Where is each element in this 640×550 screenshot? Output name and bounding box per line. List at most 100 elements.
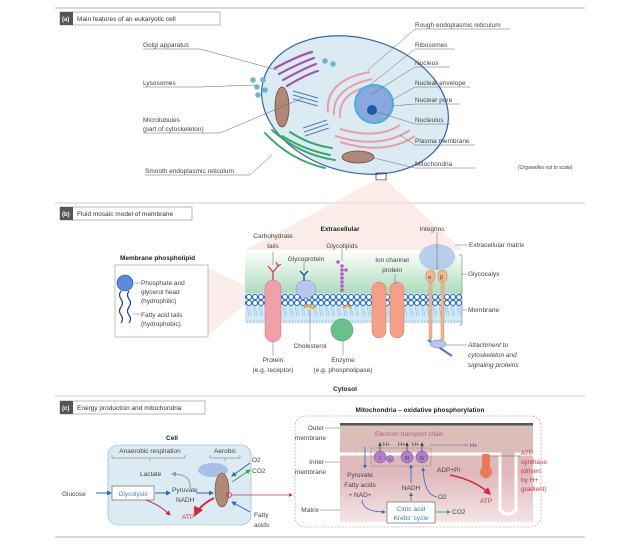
cell-mitochondrion — [214, 472, 230, 508]
label-cytosol: Cytosol — [333, 386, 357, 393]
phosphate-head — [116, 274, 134, 292]
label-ecm: Extracellular matrix — [469, 242, 525, 249]
label-glycolipids: Glycolipids — [326, 243, 358, 250]
receptor-protein — [264, 279, 282, 343]
atp-synthase-stalk — [482, 454, 490, 468]
label-atp-cell: ATP — [182, 514, 194, 521]
nucleolus — [367, 105, 377, 115]
label-smooth-er: Smooth endoplasmic reticulum — [145, 168, 234, 175]
leader-lines-c — [320, 427, 340, 511]
head-label-3: (hydrophilic) — [141, 298, 176, 305]
panel-b-title: Fluid mosaic model of membrane — [77, 211, 173, 218]
label-protein-2: (e.g. receptor) — [253, 367, 294, 374]
label-h-plus-1: H+ — [383, 442, 390, 448]
label-integrins: Integrins — [420, 226, 446, 233]
label-glycolysis: Glycolysis — [118, 491, 148, 498]
glycoprotein — [295, 279, 317, 299]
smooth-er — [264, 129, 336, 169]
phospholipid-title: Membrane phospholipid — [120, 255, 195, 262]
alpha-label: α — [428, 275, 432, 281]
panel-b-tag: (b) — [62, 212, 70, 218]
panel-c-tag-box — [60, 401, 73, 414]
label-synthase-3: (driven — [521, 468, 541, 475]
label-fatty: Fatty — [254, 512, 269, 519]
label-anaerobic: Anaerobic respiration — [119, 448, 181, 455]
label-cytoskeleton: (part of cytoskeleton) — [143, 126, 204, 133]
lysosomes — [250, 58, 336, 98]
label-o2-mito: O2 — [438, 494, 447, 501]
label-attachment-1: Attachment to — [467, 342, 508, 349]
label-h-plus-4: H+ — [470, 443, 477, 449]
label-ion-channel-2: protein — [382, 267, 402, 274]
attachment-protein — [429, 339, 447, 349]
label-cholesterol: Cholesterol — [294, 343, 327, 350]
label-co2-mito: CO2 — [452, 509, 466, 516]
label-co2-cell: CO2 — [252, 468, 266, 475]
label-synthase-5: gradient) — [521, 486, 547, 493]
beta-label: β — [440, 275, 443, 281]
complex-ii — [386, 455, 394, 463]
label-nucleus: Nucleus — [415, 60, 439, 67]
cell-title: Cell — [166, 435, 178, 442]
panel-a-tag-box — [60, 12, 73, 25]
label-mitochondria: Mitochondria — [415, 161, 453, 168]
label-synthase-2: synthase — [521, 459, 547, 466]
label-attachment-2: cytoskeleton and — [468, 352, 517, 359]
integrin-alpha-stalk — [428, 281, 433, 341]
label-aerobic: Aerobic — [214, 448, 237, 455]
cholesterol — [303, 303, 352, 310]
head-label-1: Phosphate and — [141, 280, 185, 287]
label-synthase-4: by H+ — [521, 477, 538, 484]
label-attachment-3: signaling proteins — [468, 362, 519, 369]
label-rough-er: Rough endoplasmic reticulum — [415, 22, 501, 29]
zoom-wedge — [245, 180, 462, 250]
label-acids: acids — [254, 522, 270, 529]
label-plasma-membrane: Plasma membrane — [415, 138, 470, 145]
label-substrate-fatty-acids: Fatty acids — [344, 482, 376, 489]
label-carbohydrate-1: Carbohydrate — [253, 233, 293, 240]
label-carbohydrate-2: tails — [267, 243, 279, 250]
golgi-apparatus — [273, 50, 320, 88]
label-h-plus-3: H+ — [412, 442, 419, 448]
mitochondrion-bottom — [341, 150, 375, 164]
phospholipid-wedge — [208, 268, 245, 335]
outer-membrane — [340, 423, 533, 426]
label-golgi: Golgi apparatus — [143, 42, 190, 49]
label-etc: Electron transport chain — [375, 431, 444, 438]
label-matrix: Matrix — [301, 507, 319, 514]
label-protein-1: Protein — [263, 357, 284, 364]
label-nadh: NADH — [176, 497, 195, 504]
mito-title: Mitochondria – oxidative phosphorylation — [356, 407, 485, 414]
label-outer-1: Outer — [308, 425, 325, 432]
panel-b: (b) Fluid mosaic model of membrane Membr… — [59, 180, 525, 393]
fatty-acid-tails — [118, 290, 132, 324]
krebs-cycle-box — [386, 501, 436, 524]
ion-channel-left — [371, 281, 387, 339]
tails-label-1: Fatty acid tails — [141, 312, 183, 319]
atp-synthase-head — [480, 466, 492, 478]
enzyme — [330, 318, 354, 342]
cell-box — [107, 444, 252, 526]
label-microtubules: Microtubules — [143, 117, 181, 124]
panel-b-tag-box — [60, 207, 73, 220]
label-outer-2: membrane — [295, 435, 326, 442]
inner-membrane — [340, 452, 533, 516]
label-substrate-nad: + NAD+ — [348, 492, 371, 499]
label-lactate: Lactate — [140, 471, 162, 478]
label-inner-1: Inner — [309, 459, 325, 466]
carbohydrate-tails — [267, 261, 282, 280]
panel-c-title: Energy production and mitochondria — [77, 405, 182, 412]
ion-channel-right — [389, 281, 405, 339]
label-complex-i: I — [379, 456, 381, 462]
label-atp-mito: ATP — [480, 498, 492, 505]
label-synthase-1: ATP — [521, 450, 533, 457]
glycolysis-box — [111, 485, 155, 501]
label-complex-iv: IV — [419, 456, 425, 462]
head-label-2: glycerol head — [141, 289, 180, 296]
label-pyruvate: Pyruvate — [172, 487, 198, 494]
label-complex-iii: III — [405, 456, 410, 462]
microtubules — [292, 90, 330, 137]
label-glucose: Glucose — [62, 491, 86, 498]
label-ribosomes: Ribosomes — [415, 42, 448, 49]
